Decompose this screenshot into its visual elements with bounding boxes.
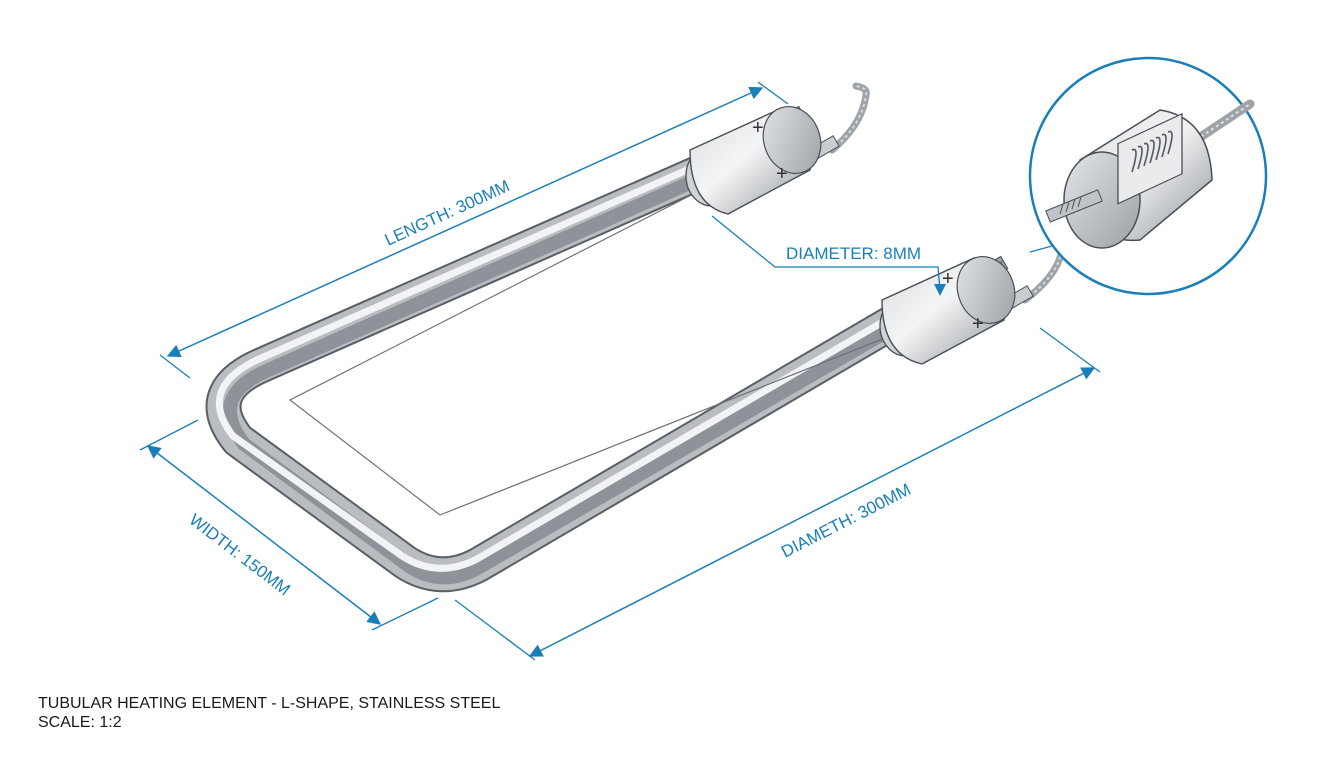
terminal-sign-2: + [776,163,788,185]
diameter-callout: DIAMETER: 8MM [711,215,946,296]
length-dimension-line [166,86,764,358]
terminal-sign-3: + [942,268,954,290]
detail-stud [1045,189,1103,223]
width-dimension: WIDTH: 150MM [139,419,439,631]
detail-inset [1028,56,1268,296]
diameth-dimension-line [528,367,1096,657]
diameth-extension-left [454,599,536,661]
detail-leader [1029,245,1053,253]
diameter-label: DIAMETER: 8MM [786,244,921,263]
drawing-scale: SCALE: 1:2 [38,714,122,731]
diameth-label: DIAMETH: 300MM [778,480,914,562]
diameter-leader [711,215,941,291]
length-label: LENGTH: 300MM [382,176,513,249]
length-extension-right [757,81,789,105]
upper-terminal: + + [685,82,870,215]
diameth-extension-right [1039,327,1101,373]
width-extension-bottom [371,597,439,631]
width-extension-top [139,419,199,451]
upper-terminal-face [762,106,822,174]
terminal-sign-1: + [752,117,764,139]
tube-shadow [222,169,909,585]
width-label: WIDTH: 150MM [186,510,294,599]
drawing-caption: TUBULAR HEATING ELEMENT - L-SHAPE, STAIN… [38,694,500,732]
detail-coil [1131,130,1173,173]
tube-body [205,153,915,593]
length-extension-left [159,354,191,379]
width-dimension-line [146,445,382,625]
drawing-title: TUBULAR HEATING ELEMENT - L-SHAPE, STAIN… [38,695,501,712]
length-dimension: LENGTH: 300MM [159,81,789,379]
tube-highlight [215,158,907,572]
lower-terminal-face [956,256,1016,324]
terminal-sign-4: + [972,313,984,335]
upper-terminal-cable [828,82,870,154]
